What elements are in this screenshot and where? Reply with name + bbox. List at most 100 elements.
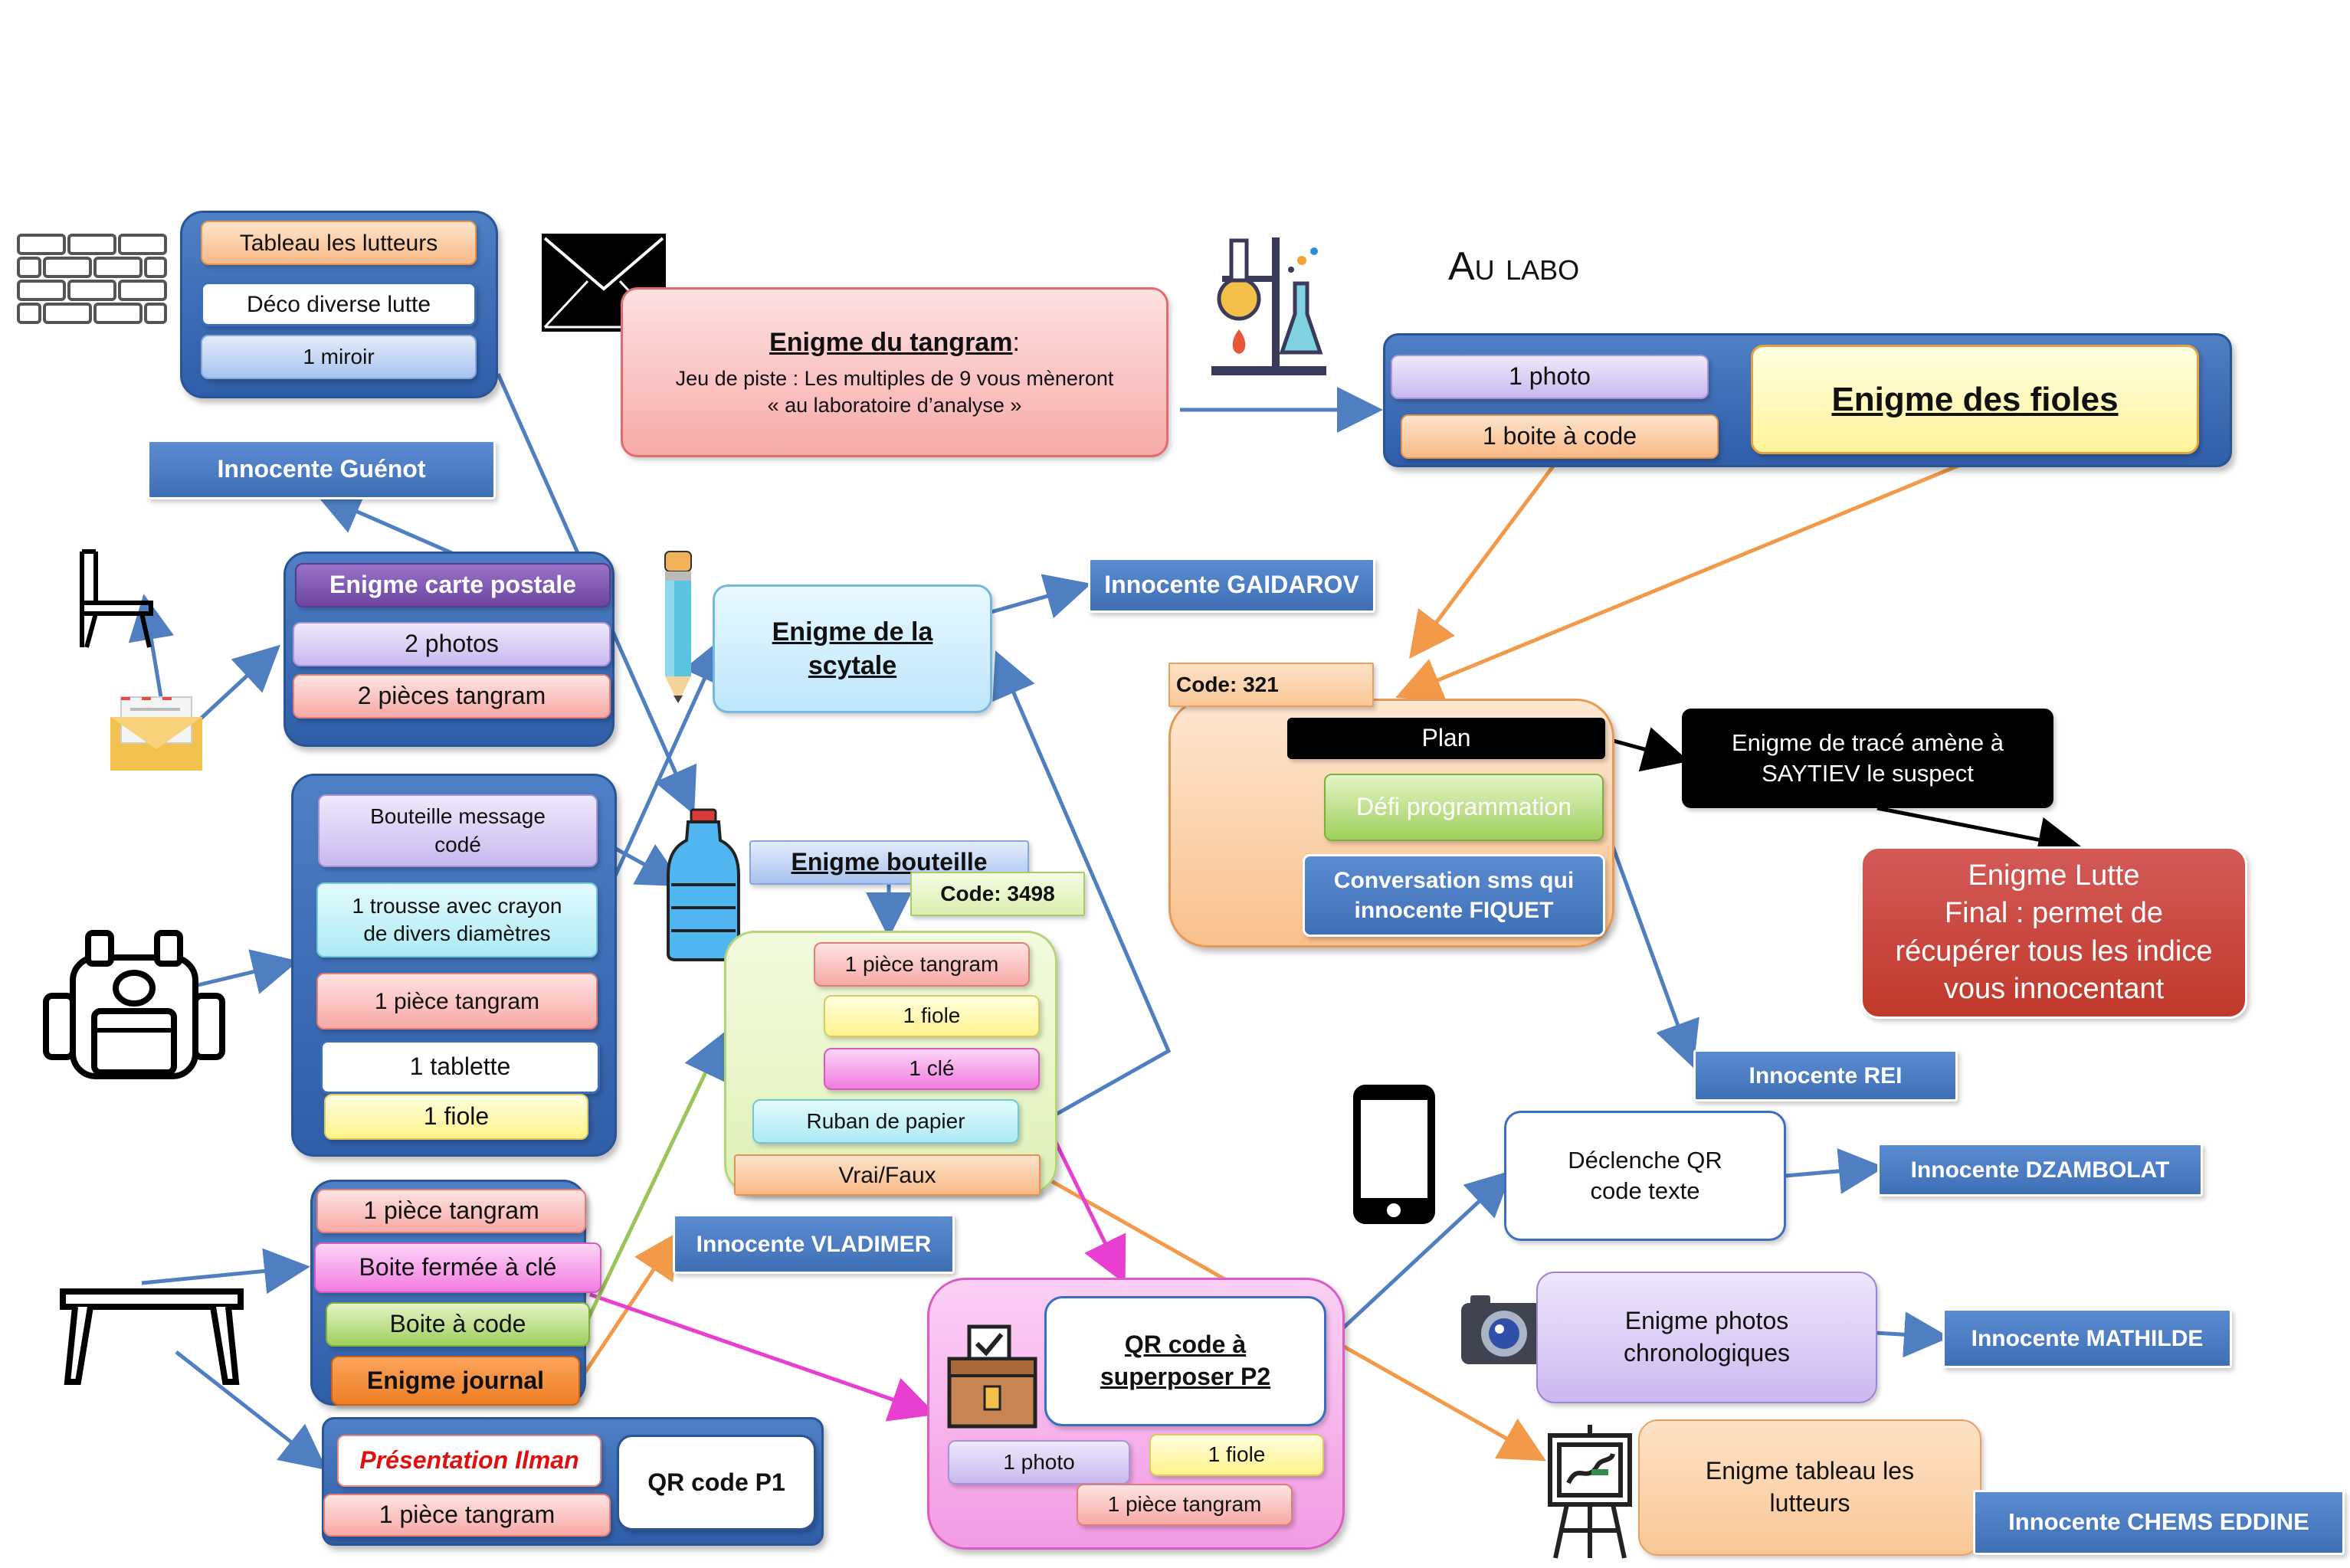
- arrow-table-group: [141, 1248, 310, 1295]
- arrow-code-scytale-green: [576, 1031, 726, 1340]
- defi-programmation-box: Défi programmation: [1324, 774, 1604, 841]
- carte-tangram-box: 2 pièces tangram: [293, 674, 611, 719]
- innocente-vladimer-box: Innocente VLADIMER: [673, 1214, 955, 1274]
- vrai-faux-box: Vrai/Faux: [734, 1154, 1041, 1196]
- trousse-line1: 1 trousse avec crayon: [352, 893, 562, 918]
- enigme-photos-box: Enigme photos chronologiques: [1536, 1272, 1877, 1403]
- enigme-carte-postale-box: Enigme carte postale: [295, 563, 611, 607]
- arrow-letter-carte: [198, 644, 281, 722]
- chair-icon: [80, 549, 153, 648]
- arrow-boitecle-qrp2: [589, 1292, 937, 1422]
- arrow-carte-guenot: [315, 490, 453, 555]
- tangram-colon: :: [1012, 327, 1020, 357]
- tangram-line2: « au laboratoire d’analyse »: [767, 394, 1022, 417]
- code-3498-box: Code: 3498: [910, 872, 1085, 916]
- enigme-fioles-box: Enigme des fioles: [1751, 345, 2199, 454]
- qr-texte-line2: code texte: [1590, 1177, 1700, 1204]
- qr-p2-line2: superposer P2: [1100, 1363, 1271, 1390]
- qr-tangram-box: 1 pièce tangram: [1077, 1484, 1293, 1526]
- trace-line2: SAYTIEV le suspect: [1762, 760, 1974, 787]
- presentation-ilman-box: Présentation Ilman: [337, 1435, 601, 1487]
- arrow-trace-lutte: [1876, 806, 2084, 863]
- lutte-line4: vous innocentant: [1943, 972, 2165, 1005]
- tangram-title: Enigme du tangram: [769, 327, 1013, 357]
- qr-fiole-box: 1 fiole: [1149, 1434, 1324, 1476]
- sms-line2: innocente FIQUET: [1354, 898, 1554, 923]
- arrow-defi-rei: [1603, 825, 1699, 1069]
- table-icon: [60, 1288, 244, 1385]
- bouteille-msg-line2: codé: [434, 832, 481, 856]
- enigme-journal-box: Enigme journal: [331, 1356, 580, 1406]
- photos-line1: Enigme photos: [1624, 1307, 1789, 1335]
- arrow-qrp2-qrtexte: [1324, 1170, 1513, 1346]
- arrow-plan-trace: [1607, 727, 1690, 772]
- bouteille-fiole-box: 1 fiole: [824, 995, 1040, 1037]
- arrow-journal-vladimer: [578, 1231, 680, 1380]
- sms-line1: Conversation sms qui: [1333, 868, 1575, 893]
- arrow-letter-chair: [128, 594, 174, 698]
- backpack-icon: [43, 930, 225, 1079]
- title-au-labo: Au labo: [1448, 244, 1580, 289]
- arrow-fioles-plan: [1395, 456, 1978, 702]
- innocente-mathilde-box: Innocente MATHILDE: [1942, 1308, 2232, 1368]
- presentation-tangram-box: 1 pièce tangram: [323, 1494, 611, 1537]
- bouteille-msg-line1: Bouteille message: [370, 804, 546, 829]
- envelope-icon: [542, 234, 666, 332]
- qr-p2-line1: QR code à: [1124, 1331, 1247, 1359]
- arrow-qr-dzambolat: [1785, 1148, 1885, 1194]
- lab-flask-icon: [1211, 237, 1326, 375]
- boite-code-box: Boite à code: [326, 1302, 590, 1347]
- declenche-qr-box: Déclenche QR code texte: [1504, 1111, 1786, 1241]
- innocente-dzambolat-box: Innocente DZAMBOLAT: [1877, 1143, 2203, 1196]
- brick-wall-icon: [17, 234, 167, 324]
- enigme-lutte-box: Enigme Lutte Final : permet de récupérer…: [1860, 846, 2247, 1019]
- trousse-box: 1 trousse avec crayon de divers diamètre…: [316, 882, 598, 957]
- mail-letter-icon: [110, 696, 202, 771]
- arrow-scytale-gaidarov: [988, 574, 1092, 619]
- arrow-photos-mathilde: [1875, 1311, 1950, 1358]
- conversation-sms-box: Conversation sms qui innocente FIQUET: [1303, 854, 1605, 937]
- trace-line1: Enigme de tracé amène à: [1732, 728, 2004, 756]
- miroir-box: 1 miroir: [201, 335, 477, 379]
- arrow-ruban-qrp2: [1047, 1128, 1126, 1285]
- boite-fermee-cle-box: Boite fermée à clé: [314, 1242, 601, 1293]
- bouteille-cle-box: 1 clé: [824, 1048, 1040, 1090]
- arrow-ruban-scytale: [992, 650, 1172, 1124]
- sac-tangram-box: 1 pièce tangram: [316, 973, 598, 1030]
- pencil-icon: [664, 551, 692, 703]
- qr-texte-line1: Déclenche QR: [1568, 1146, 1722, 1174]
- bouteille-tangram-box: 1 pièce tangram: [814, 942, 1030, 987]
- innocente-rei-box: Innocente REI: [1693, 1049, 1958, 1102]
- enigme-trace-box: Enigme de tracé amène à SAYTIEV le suspe…: [1682, 709, 2053, 808]
- innocente-gaidarov-box: Innocente GAIDAROV: [1088, 558, 1375, 613]
- photos-line2: chronologiques: [1623, 1339, 1791, 1367]
- scytale-line1: Enigme de la: [772, 617, 933, 647]
- qr-photo-box: 1 photo: [948, 1440, 1130, 1485]
- carte-photos-box: 2 photos: [293, 622, 611, 666]
- lutte-line2: Final : permet de: [1944, 897, 2164, 930]
- camera-icon: [1461, 1295, 1542, 1364]
- enigme-scytale-box: Enigme de la scytale: [713, 584, 992, 713]
- qr-superposer-box: QR code à superposer P2: [1044, 1296, 1326, 1426]
- easel-icon: [1548, 1425, 1632, 1559]
- sac-fiole-box: 1 fiole: [324, 1094, 588, 1140]
- enigme-tableau-lutteurs-box: Enigme tableau les lutteurs: [1638, 1419, 1981, 1556]
- tableau-line2: lutteurs: [1769, 1489, 1850, 1517]
- enigme-tangram-box: Enigme du tangram: Jeu de piste : Les mu…: [621, 287, 1168, 457]
- tableau-lutteurs-box: Tableau les lutteurs: [201, 221, 477, 265]
- code-321-box: Code: 321: [1168, 663, 1374, 707]
- checkbox-icon: [947, 1324, 1037, 1429]
- plan-box: Plan: [1287, 718, 1605, 759]
- tablette-box: 1 tablette: [320, 1040, 600, 1094]
- trousse-line2: de divers diamètres: [363, 921, 551, 945]
- innocente-chems-box: Innocente CHEMS EDDINE: [1973, 1490, 2345, 1555]
- arrow-boite-plan: [1409, 457, 1562, 660]
- smartphone-icon: [1353, 1085, 1435, 1224]
- qr-code-p1-box: QR code P1: [617, 1435, 816, 1530]
- deco-lutte-box: Déco diverse lutte: [201, 282, 477, 326]
- scytale-line2: scytale: [808, 651, 897, 680]
- tangram-line1: Jeu de piste : Les multiples de 9 vous m…: [675, 367, 1114, 390]
- labo-photo-box: 1 photo: [1391, 355, 1709, 399]
- labo-boite-box: 1 boite à code: [1401, 414, 1719, 459]
